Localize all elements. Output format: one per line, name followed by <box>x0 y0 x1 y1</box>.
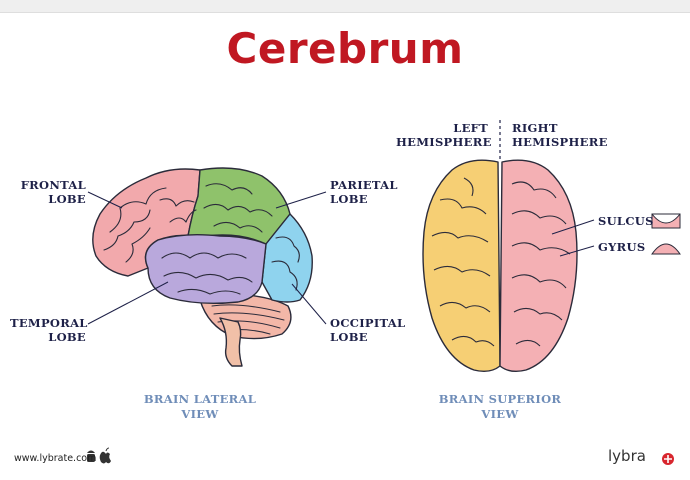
lateral-leader-lines <box>87 191 327 325</box>
page-title: Cerebrum <box>226 24 464 73</box>
android-icon <box>87 450 95 462</box>
superior-leader-lines <box>551 219 595 257</box>
temporal-lobe-region <box>144 233 267 305</box>
footer-url[interactable]: www.lybrate.com <box>14 453 97 464</box>
lybrate-plus-logo <box>662 453 674 465</box>
sulcus-icon <box>651 213 681 229</box>
occipital-lobe-region <box>261 213 313 303</box>
brain-superior <box>422 159 578 373</box>
gyrus-icon <box>651 243 681 255</box>
brain-lateral <box>92 167 313 367</box>
right-hemisphere-shape <box>499 159 578 373</box>
brain-stem <box>219 317 243 367</box>
brand-logo-text: lybra <box>608 447 646 465</box>
apple-icon <box>99 447 111 464</box>
gyrus-label: GYRUS <box>598 240 646 254</box>
top-bar <box>0 0 690 13</box>
sulcus-label: SULCUS <box>598 214 654 228</box>
left-hemisphere-shape <box>422 159 501 373</box>
